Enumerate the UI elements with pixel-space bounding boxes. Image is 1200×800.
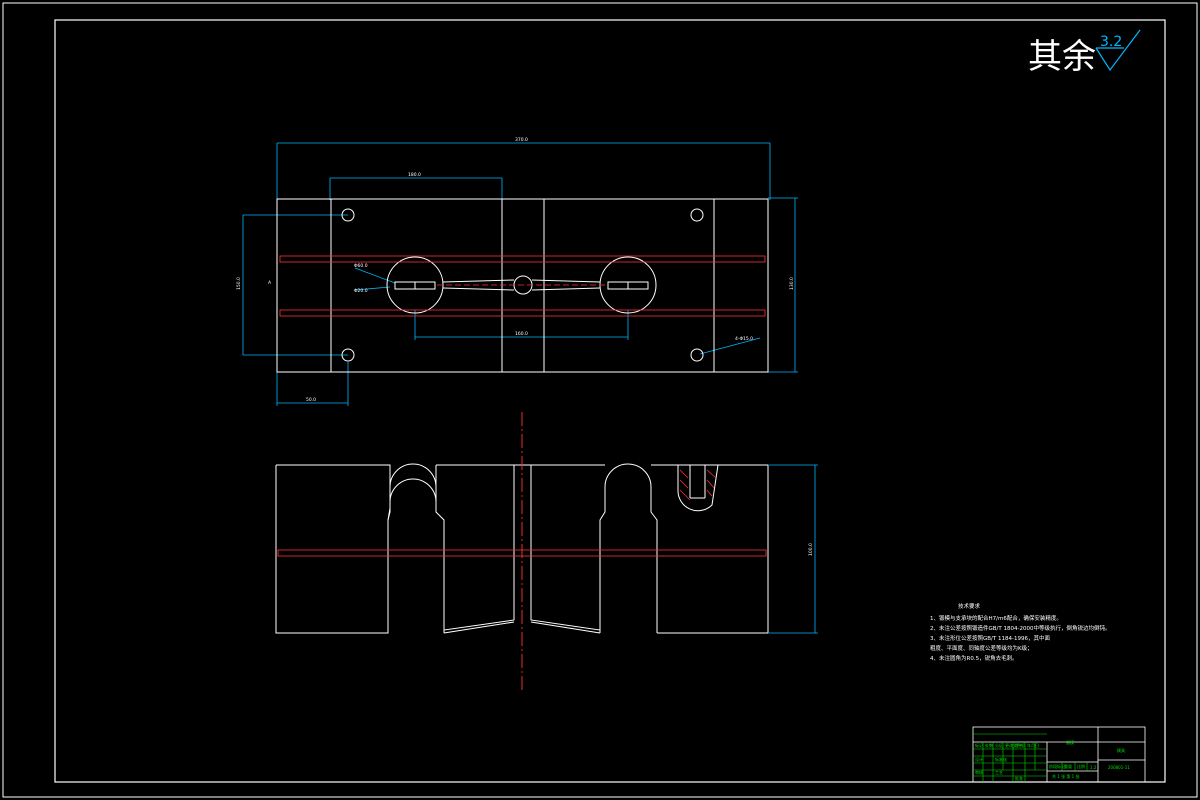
drawing-number: 200801-11 [1108,765,1130,770]
tb-label-6: 年月日 [1027,742,1039,748]
tb-label-7: 设计 [975,756,983,762]
dim-thickness: 100.0 [808,543,814,556]
plan-view: 370.0 180.0 150.0 130.0 160.0 50.0 Φ60.0… [236,137,798,406]
dim-depth: 130.0 [789,277,795,290]
label-d1: Φ60.0 [354,263,368,269]
dim-hole-offset: 50.0 [306,397,316,403]
tb-label-4: 更改文件号 [1005,742,1025,748]
notes-line-3: 3、未注形位公差按照GB/T 1184-1996，其中面 [930,634,1050,642]
tb-label-8: 标准化 [995,756,1007,762]
dim-half-pitch: 180.0 [408,172,421,178]
tb-label-1: 标记 [975,742,983,748]
tb-label-3: 分区 [995,742,1003,748]
tb-label-10: 重量 [1064,763,1072,769]
tb-label-12: 审核 [975,769,983,775]
inner-frame [54,19,1166,783]
dim-slot-spacing: 160.0 [515,331,528,337]
scale: 1:2 [1090,765,1097,770]
surface-finish-prefix: 其余 [1028,37,1096,77]
notes-title: 技术要求 [958,602,981,610]
notes-line-2: 2、未注公差按照锻造件GB/T 1804-2000中等级执行，倒角锐边均倒钝。 [930,624,1110,632]
surface-finish-symbol: 其余 3.2 [1028,29,1141,77]
surface-finish-value: 3.2 [1100,34,1122,50]
tb-label-9: 阶段标记 [1049,763,1065,769]
technical-notes: 技术要求 1、锻模与支承块的配合H7/m6配合，确保安装精度。 2、未注公差按照… [930,602,1110,662]
tb-label-14: 批准 [1015,775,1023,781]
dim-height: 150.0 [236,277,242,290]
label-d2: Φ20.0 [354,288,368,294]
material-code: 模具 [1117,747,1125,753]
tb-label-5: 签名 [1015,742,1023,748]
section-mark: A [268,280,272,286]
label-d3: 4-Φ15.0 [735,336,753,342]
notes-line-1: 1、锻模与支承块的配合H7/m6配合，确保安装精度。 [930,614,1062,622]
part-name: 锻模 [1066,739,1074,745]
notes-line-4: 粗度、平面度、同轴度公差等级均为K级； [930,644,1033,652]
tb-label-2: 处数 [985,742,993,748]
notes-line-5: 4、未注圆角为R0.5，锐角去毛刺。 [930,654,1018,662]
tb-label-13: 工艺 [995,770,1003,775]
dim-overall-width: 370.0 [515,137,528,143]
title-block: 锻模 模具 200801-11 共 1 张 第 1 张 1:2 标记 处数 分区… [972,726,1146,783]
tb-label-11: 比例 [1077,763,1085,769]
elevation-view: 100.0 [275,412,818,690]
sheet-info: 共 1 张 第 1 张 [1052,773,1079,779]
